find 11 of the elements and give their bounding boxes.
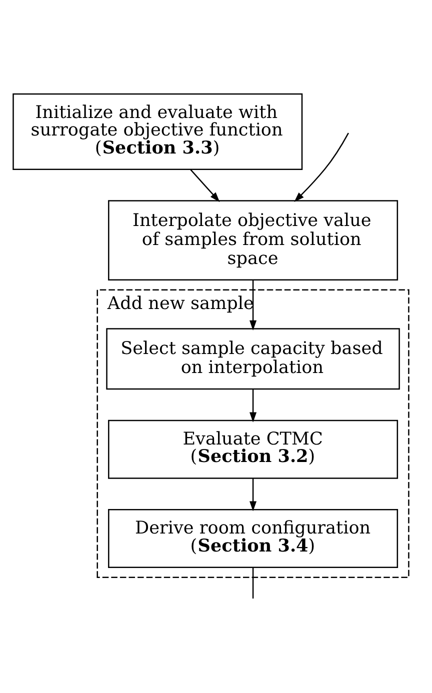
arrow — [250, 388, 257, 422]
connector — [252, 566, 254, 598]
arrow — [190, 168, 220, 202]
arrow — [250, 478, 257, 511]
node-box: Initialize and evaluate with surrogate objective function (Section 3.3) — [12, 92, 303, 170]
node-box: Select sample capacity based on interpolation — [106, 328, 400, 390]
node-box: Derive room configuration (Section 3.4) — [108, 508, 398, 568]
node-box: Evaluate CTMC (Section 3.2) — [108, 419, 398, 478]
arrow — [250, 279, 257, 330]
arrow — [294, 132, 349, 202]
node-box: Interpolate objective value of samples from solution space — [108, 200, 398, 280]
